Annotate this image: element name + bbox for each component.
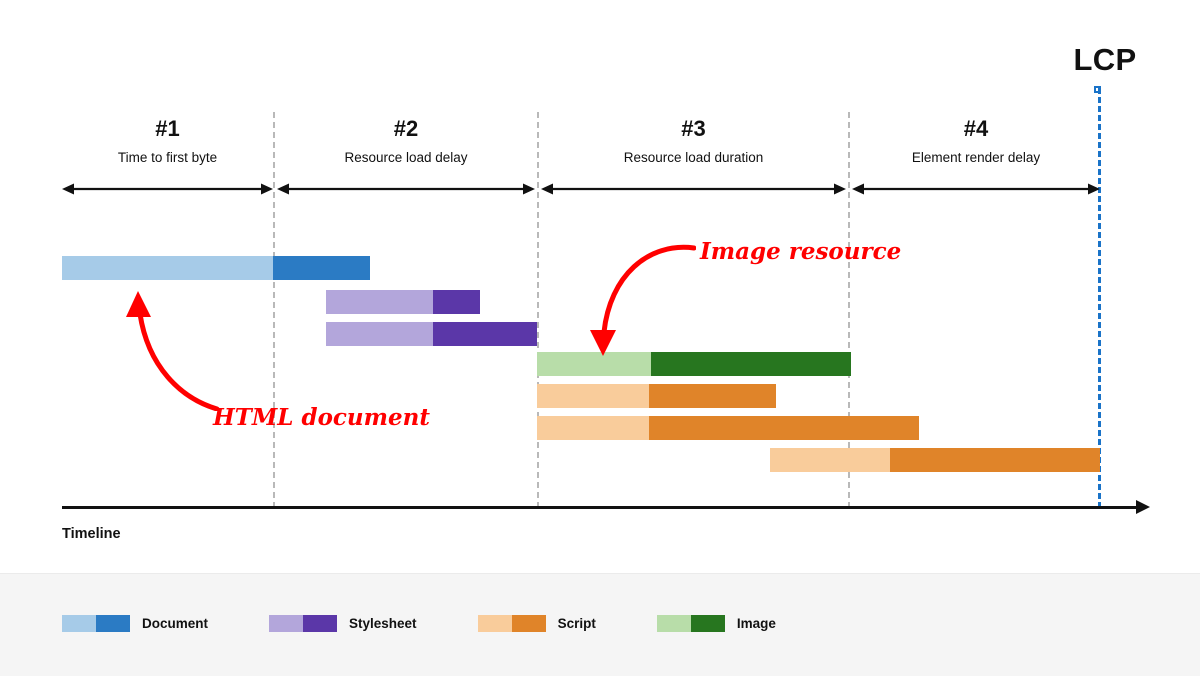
bar-segment-dark <box>651 352 851 376</box>
image-resource-annotation-label: Image resource <box>700 238 902 265</box>
bar-segment-dark <box>433 322 537 346</box>
legend-swatch-icon <box>477 615 546 632</box>
legend-item-script: Script <box>477 615 596 632</box>
phase-3-name: Resource load duration <box>623 150 764 165</box>
legend-footer <box>0 573 1200 676</box>
phase-2-span-arrow-icon <box>277 183 535 195</box>
bar-segment-light <box>326 290 433 314</box>
phase-4-name: Element render delay <box>911 150 1041 165</box>
legend-label: Script <box>557 616 596 631</box>
phase-divider-2 <box>537 112 539 508</box>
bar-segment-light <box>537 416 649 440</box>
bar-segment-light <box>62 256 273 280</box>
timeline-axis-arrowhead-icon <box>1136 500 1150 514</box>
waterfall-bar-document <box>62 256 370 280</box>
phase-1-number: #1 <box>155 116 180 141</box>
html-document-annotation-label: HTML document <box>213 404 430 431</box>
waterfall-bar-script-2 <box>537 416 919 440</box>
phase-4-span-arrow-icon <box>852 183 1100 195</box>
phase-3-number: #3 <box>681 116 706 141</box>
bar-segment-light <box>770 448 890 472</box>
waterfall-bar-script-1 <box>537 384 776 408</box>
legend: Document Stylesheet Script Image <box>62 615 837 632</box>
timeline-axis-label: Timeline <box>62 526 121 542</box>
legend-label: Image <box>736 616 776 631</box>
phase-divider-3 <box>848 112 850 508</box>
legend-swatch-icon <box>656 615 725 632</box>
legend-item-stylesheet: Stylesheet <box>269 615 417 632</box>
bar-segment-light <box>537 384 649 408</box>
legend-label: Stylesheet <box>349 616 417 631</box>
image-resource-annotation-arrow-icon <box>590 244 696 356</box>
phase-3: #3 Resource load duration <box>541 116 846 196</box>
legend-swatch-icon <box>269 615 338 632</box>
phase-2-name: Resource load delay <box>344 150 468 165</box>
bar-segment-dark <box>649 384 776 408</box>
bar-segment-light <box>537 352 651 376</box>
timeline-axis-line <box>62 506 1140 509</box>
legend-item-document: Document <box>62 615 208 632</box>
bar-segment-dark <box>890 448 1100 472</box>
phase-4: #4 Element render delay <box>852 116 1100 196</box>
bar-segment-dark <box>433 290 480 314</box>
bar-segment-dark <box>273 256 370 280</box>
phase-3-span-arrow-icon <box>541 183 846 195</box>
phase-1-name: Time to first byte <box>117 150 218 165</box>
phase-4-number: #4 <box>963 116 989 141</box>
lcp-label: LCP <box>1073 42 1137 77</box>
phase-divider-1 <box>273 112 275 508</box>
html-document-annotation-arrow-icon <box>126 291 220 411</box>
legend-swatch-icon <box>62 615 130 632</box>
phase-1: #1 Time to first byte <box>62 116 273 196</box>
phase-2-number: #2 <box>393 116 419 141</box>
phase-2: #2 Resource load delay <box>277 116 535 196</box>
legend-label: Document <box>142 616 209 631</box>
lcp-marker-line <box>1098 88 1101 508</box>
waterfall-bar-stylesheet-2 <box>326 322 537 346</box>
waterfall-bar-image <box>537 352 851 376</box>
bar-segment-light <box>326 322 433 346</box>
bar-segment-dark <box>649 416 919 440</box>
phase-1-span-arrow-icon <box>62 183 273 195</box>
waterfall-bar-stylesheet-1 <box>326 290 480 314</box>
legend-item-image: Image <box>656 615 776 632</box>
waterfall-bar-script-3 <box>770 448 1100 472</box>
